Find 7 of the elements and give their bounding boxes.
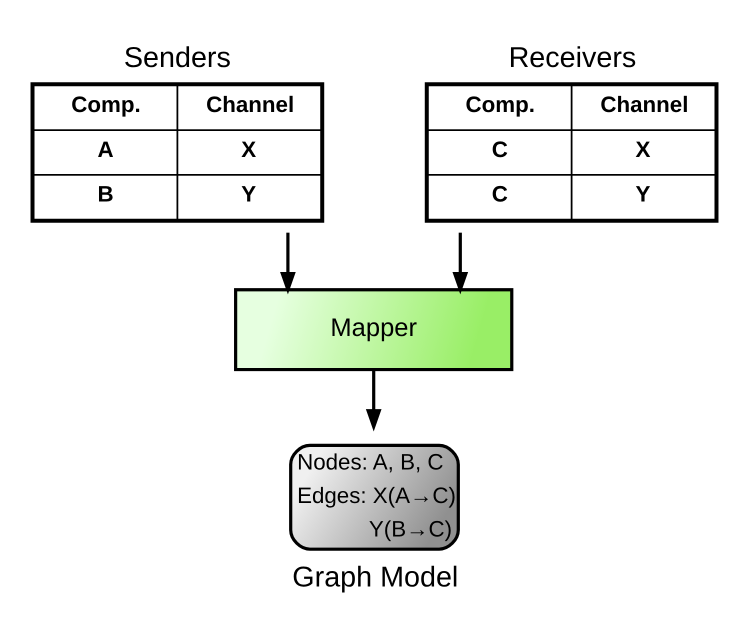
- node-label: Senders: [124, 41, 231, 74]
- node-label: Graph Model: [292, 561, 458, 594]
- node-label: Receivers: [508, 41, 636, 74]
- arrow: [280, 232, 296, 294]
- node-box: Mapper: [234, 288, 514, 371]
- arrow: [452, 232, 468, 294]
- arrow: [366, 369, 382, 431]
